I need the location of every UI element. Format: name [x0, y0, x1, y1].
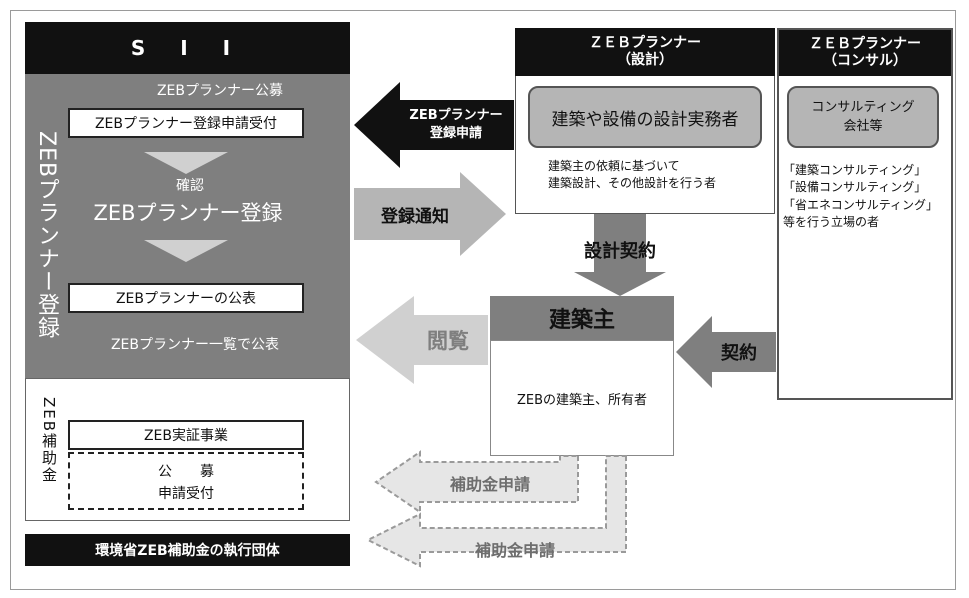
contract-label: 契約 — [721, 343, 757, 364]
planner-consul-title: ＺＥＢプランナー — [809, 35, 921, 52]
planner-consul-role-line2: 会社等 — [843, 119, 883, 134]
list-publish-label: ZEBプランナー一覧で公表 — [110, 337, 280, 353]
down-arrow-icon — [144, 240, 228, 262]
subsidy-apply-arrow-1 — [374, 450, 579, 514]
recruit-application-box: 公 募 申請受付 — [68, 452, 304, 510]
recruit-label: ZEBプランナー公募 — [156, 83, 284, 99]
sii-vertical-label: ZEBプランナー登録 — [34, 130, 59, 340]
register-apply-label-line1: ZEBプランナー — [409, 108, 503, 124]
register-notice-arrow — [354, 172, 506, 256]
down-arrow-icon — [144, 152, 228, 174]
owner-header: 建築主 — [490, 296, 674, 340]
subsidy-apply-arrow-2 — [365, 455, 627, 568]
demo-project-box: ZEB実証事業 — [68, 420, 304, 450]
subsidy-vertical-label: ZEB補助金 — [40, 397, 58, 485]
planner-consul-desc-line3: 「省エネコンサルティング」 — [783, 197, 939, 212]
planner-design-desc-line2: 建築設計、その他設計を行う者 — [548, 175, 717, 190]
planner-consul-subtitle: （コンサル） — [823, 53, 907, 69]
design-contract-label: 設計契約 — [584, 241, 656, 262]
planner-consul-desc-line2: 「設備コンサルティング」 — [783, 180, 927, 195]
planner-consul-role-line1: コンサルティング — [811, 99, 915, 115]
sii-header: S I I — [25, 22, 350, 74]
browse-label: 閲覧 — [427, 329, 469, 353]
subsidy-apply-label-2: 補助金申請 — [474, 541, 555, 560]
planner-consul-desc-line1: 「建築コンサルティング」 — [783, 163, 927, 177]
planner-consul-desc-line4: 等を行う立場の者 — [783, 215, 880, 230]
planner-consul-role: コンサルティング 会社等 — [787, 86, 939, 148]
planner-consul-header: ＺＥＢプランナー （コンサル） — [779, 30, 951, 76]
register-apply-label: ZEBプランナー 登録申請 — [402, 104, 510, 146]
planner-design-header: ＺＥＢプランナー （設計） — [515, 28, 775, 76]
application-short-label: 申請受付 — [158, 486, 214, 502]
planner-design-desc-line1: 建築主の依頼に基づいて — [548, 159, 680, 173]
recruit-short-label: 公 募 — [158, 464, 214, 480]
planner-design-desc: 建築主の依頼に基づいて 建築設計、その他設計を行う者 — [548, 158, 768, 198]
registration-label: ZEBプランナー登録 — [93, 201, 283, 225]
planner-design-subtitle: （設計） — [617, 52, 673, 68]
planner-consul-desc: 「建築コンサルティング」 「設備コンサルティング」 「省エネコンサルティング」 … — [783, 162, 951, 242]
design-contract-arrow — [574, 214, 666, 296]
publish-box: ZEBプランナーの公表 — [68, 283, 304, 313]
planner-design-role: 建築や設備の設計実務者 — [528, 86, 762, 148]
register-apply-arrow — [354, 82, 514, 168]
contract-arrow — [676, 316, 776, 388]
planner-design-title: ＺＥＢプランナー — [589, 34, 701, 51]
subsidy-apply-label-1: 補助金申請 — [449, 475, 530, 494]
owner-desc: ZEBの建築主、所有者 — [490, 340, 674, 456]
browse-arrow — [356, 296, 488, 384]
register-notice-label: 登録通知 — [381, 206, 449, 227]
application-box: ZEBプランナー登録申請受付 — [68, 108, 304, 138]
register-apply-label-line2: 登録申請 — [429, 126, 482, 141]
exec-body-bar: 環境省ZEB補助金の執行団体 — [25, 534, 350, 566]
confirm-label: 確認 — [176, 178, 204, 194]
